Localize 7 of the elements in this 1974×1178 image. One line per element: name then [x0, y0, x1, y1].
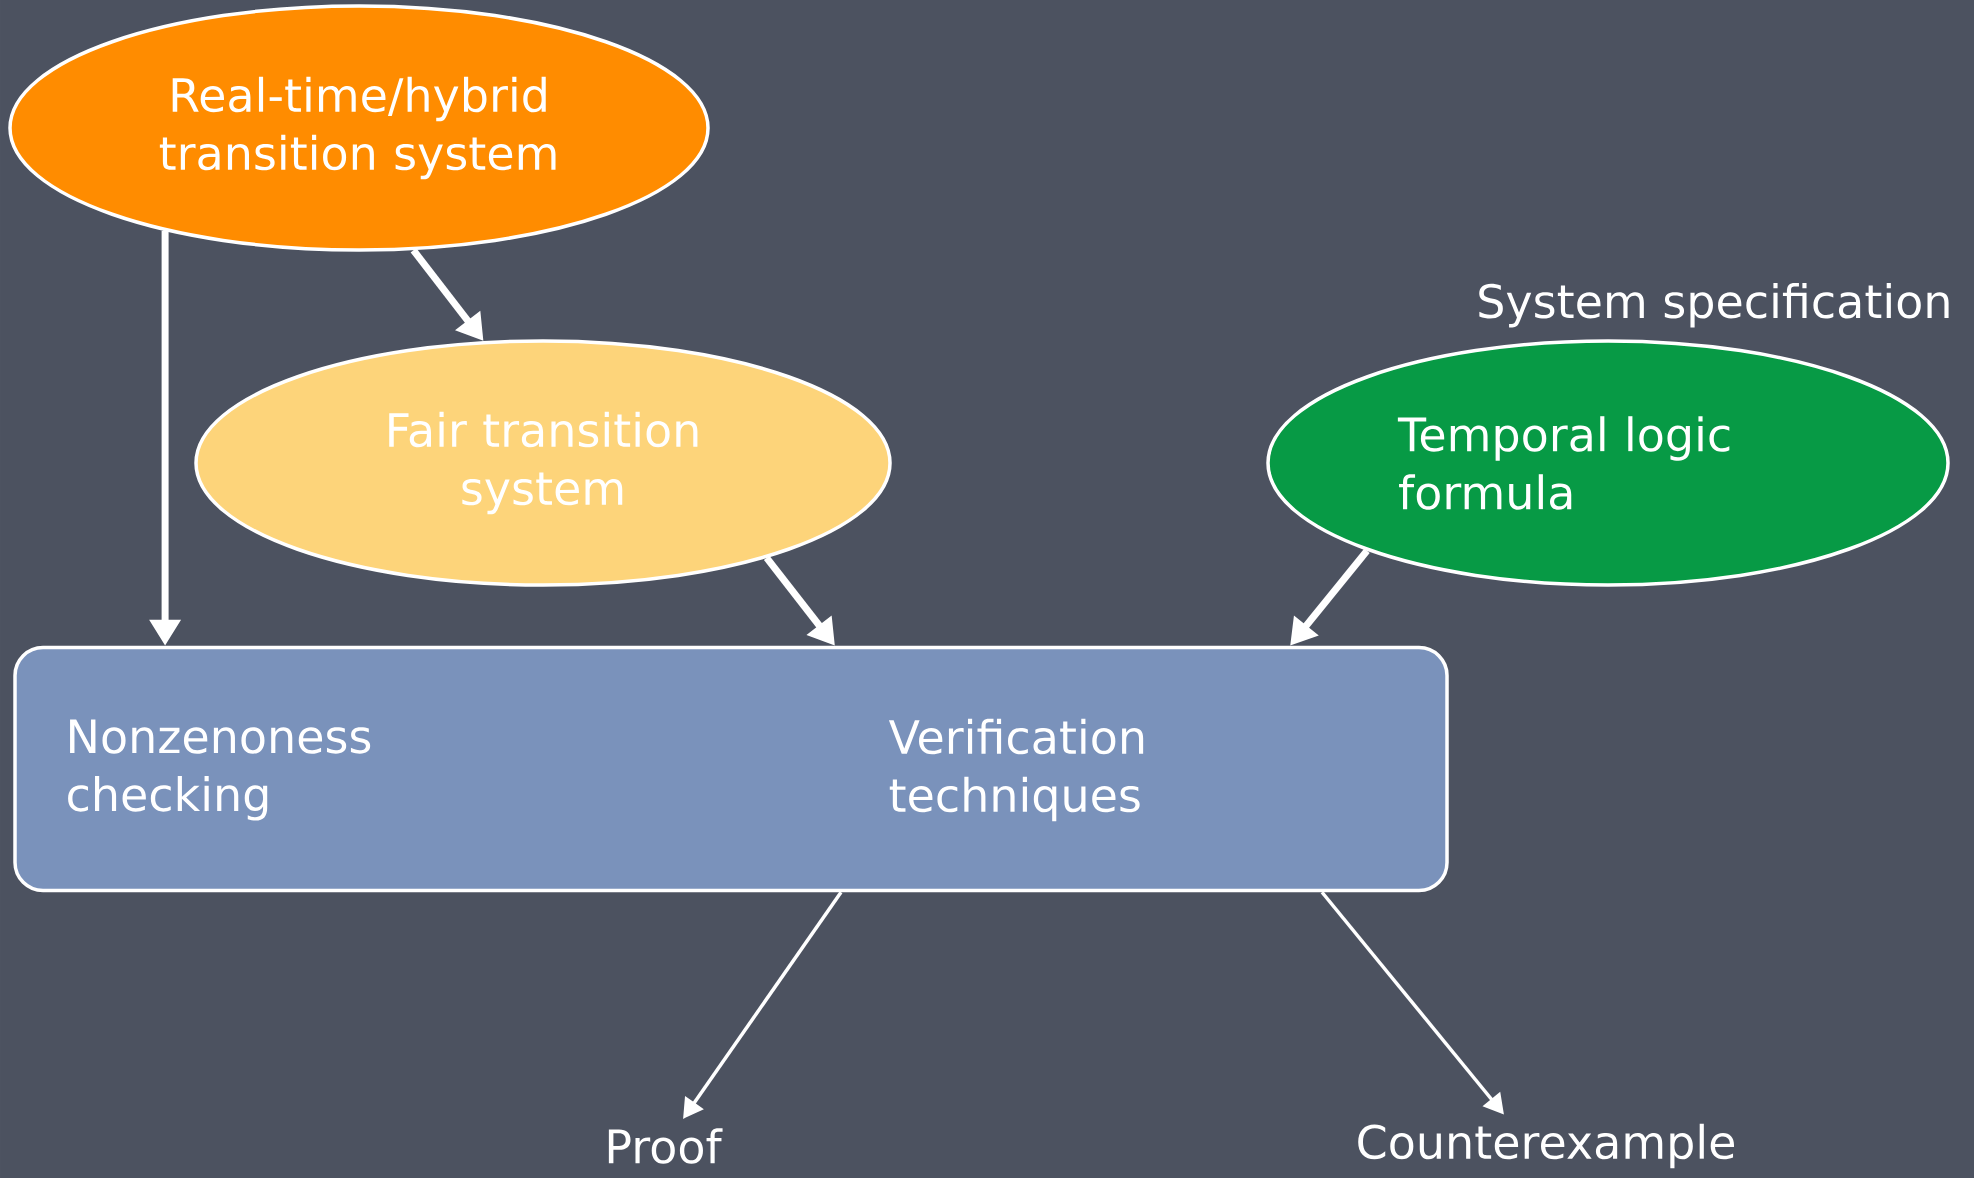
process-box: Nonzenoness checking Verification techniques [13, 645, 1449, 893]
result-label: Proof [608, 1128, 723, 1164]
ellipse-node: Real-time/hybrid transition system [8, 4, 710, 252]
ellipse-node: Temporal logic formula [1266, 339, 1950, 587]
heading: System specification [1479, 282, 1949, 328]
ellipse-node: Fair transition system [194, 339, 892, 587]
result-label: Counterexample [1358, 1123, 1734, 1169]
